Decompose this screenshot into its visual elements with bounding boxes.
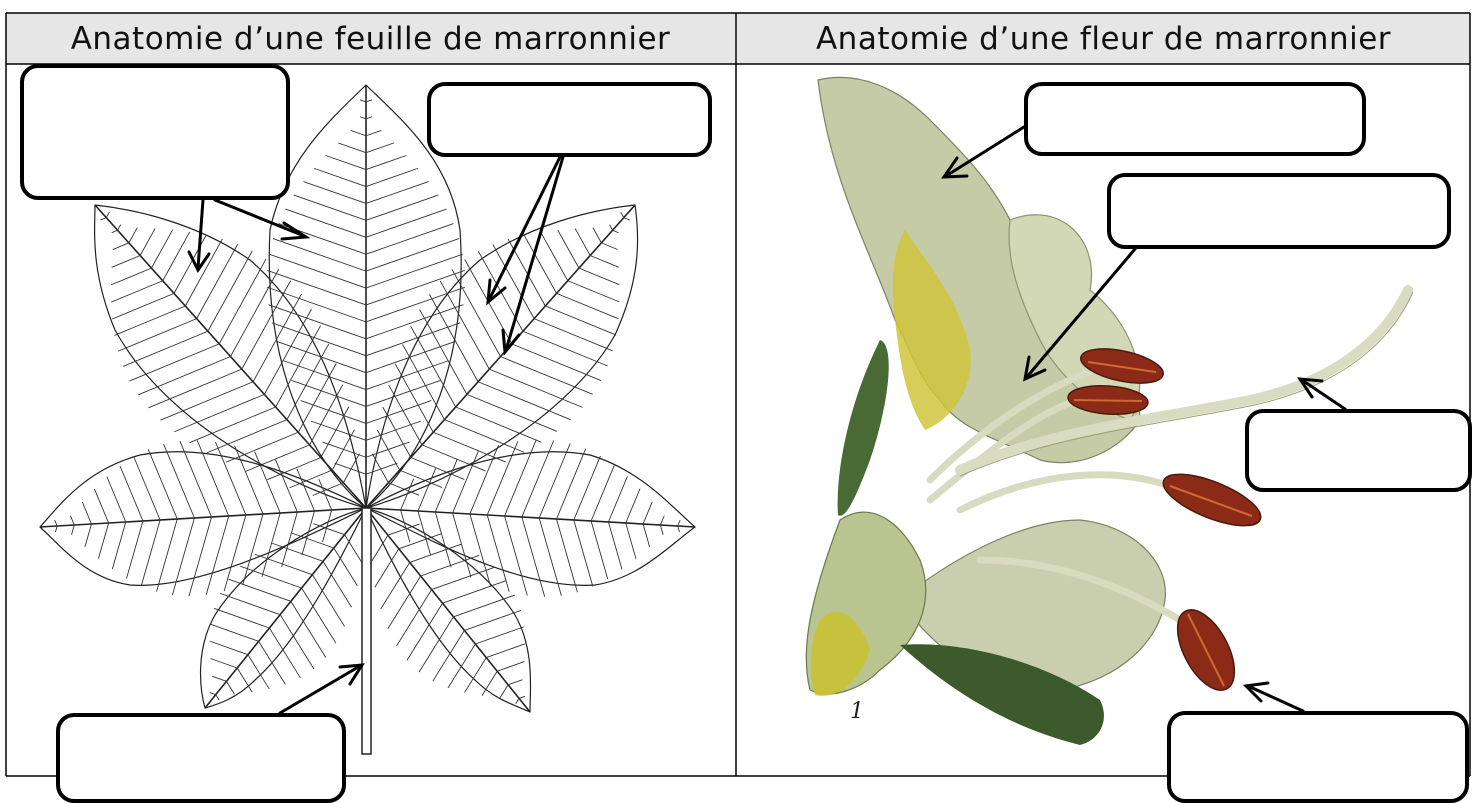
arrow-flower-bottom [1248, 686, 1303, 711]
filament-3 [960, 475, 1180, 510]
figure-number: 1 [850, 699, 864, 724]
label-box-flower-filament[interactable] [1107, 173, 1451, 249]
label-box-leaf-blade[interactable] [20, 64, 290, 200]
label-box-flower-petal[interactable] [1024, 82, 1366, 156]
label-box-flower-style[interactable] [1245, 409, 1472, 492]
label-box-flower-anther[interactable] [1167, 711, 1469, 803]
label-box-leaf-veins[interactable] [427, 82, 712, 157]
arrow-flower-right [1302, 380, 1345, 409]
label-box-leaf-petiole[interactable] [56, 713, 346, 803]
sepal-left [838, 340, 889, 516]
